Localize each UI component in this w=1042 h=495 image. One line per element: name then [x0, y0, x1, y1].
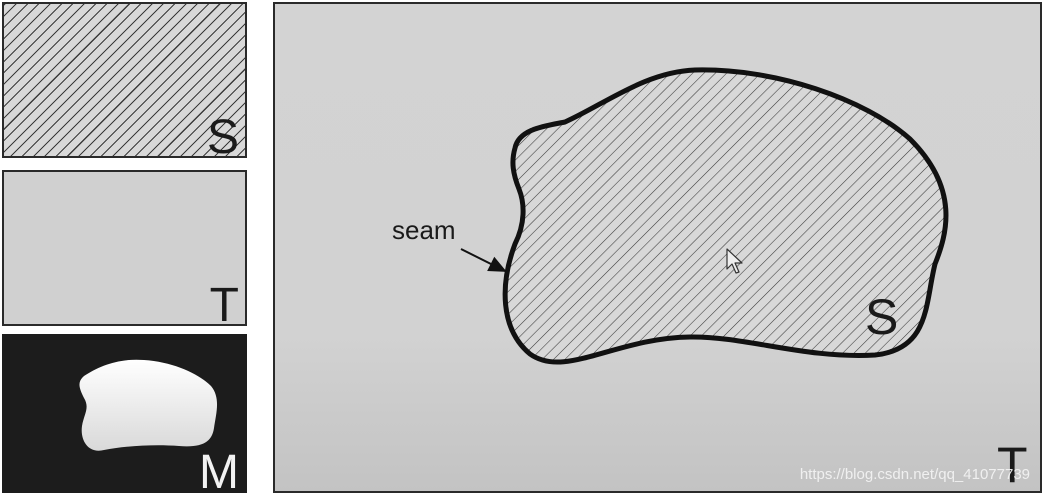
- mask-image-panel: M: [2, 334, 247, 493]
- mask-shape-canvas: [79, 359, 218, 451]
- mask-shape: [79, 359, 218, 451]
- seam-arrow: [460, 248, 507, 272]
- seam-label: seam: [392, 215, 456, 245]
- mouse-cursor-icon: [726, 248, 743, 274]
- mask-label: M: [199, 446, 239, 493]
- source-image-panel: S: [2, 2, 247, 158]
- background-label: T: [997, 437, 1028, 493]
- region-label: S: [865, 289, 898, 345]
- watermark-text: https://blog.csdn.net/qq_41077739: [799, 466, 1030, 483]
- pasted-source-region: [502, 67, 949, 365]
- target-label: T: [209, 279, 239, 326]
- target-image-panel: T: [2, 170, 247, 326]
- composite-canvas: seam S T: [392, 67, 1028, 493]
- composite-panel: seam S T https://blog.csdn.net/qq_410777…: [273, 2, 1042, 493]
- source-label: S: [206, 111, 239, 158]
